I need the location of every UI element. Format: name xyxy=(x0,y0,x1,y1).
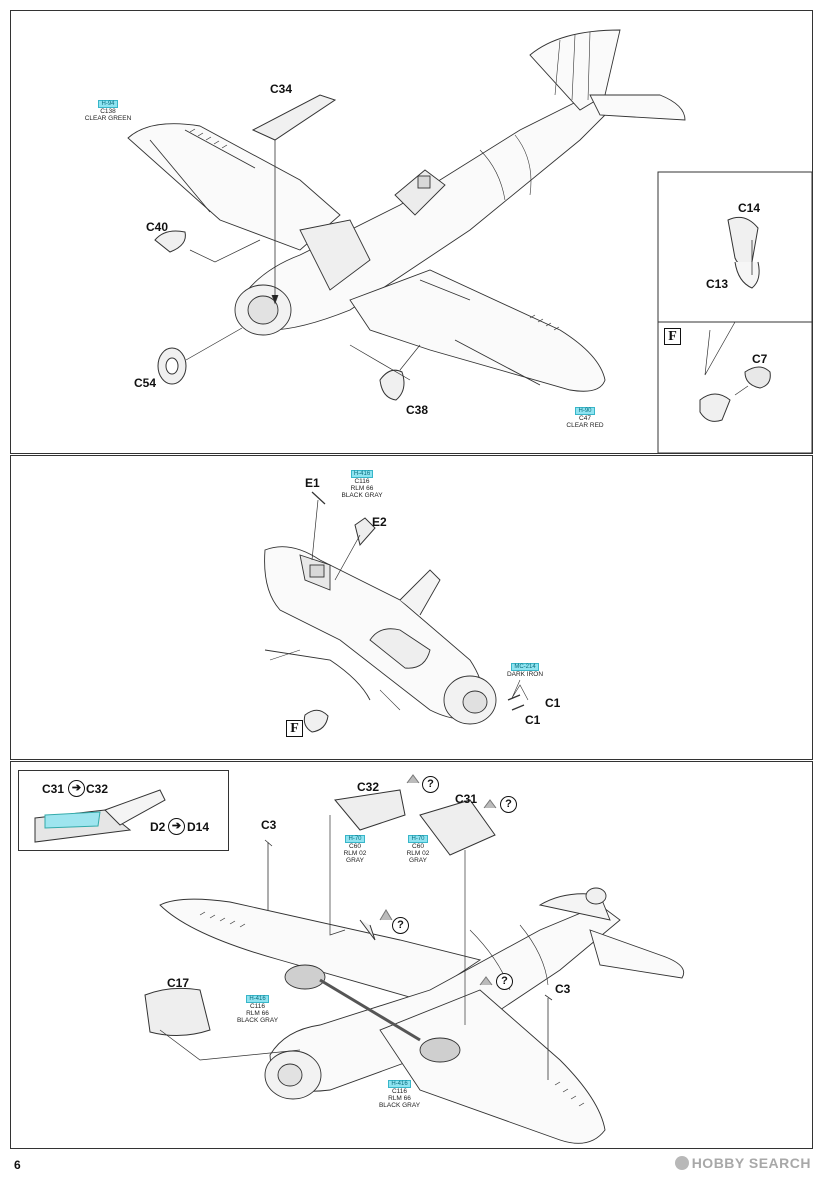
color-name-2: BLACK GRAY xyxy=(236,1017,279,1024)
color-code: H-416 xyxy=(388,1080,411,1088)
interchange-icon: ➔ xyxy=(68,780,85,797)
part-c38 xyxy=(349,344,421,401)
color-code: H-70 xyxy=(345,835,365,843)
color-name: DARK IRON xyxy=(506,671,544,678)
sub-step-frame-1b xyxy=(657,321,813,454)
callout-c54: C54 xyxy=(134,376,157,390)
interchange-icon: ➔ xyxy=(168,818,185,835)
sub-step-f-marker: F xyxy=(286,720,303,737)
color-name: RLM 02 xyxy=(343,850,367,857)
color-code: H-416 xyxy=(350,470,374,478)
question-icon: ? xyxy=(496,973,513,990)
color-code: H-70 xyxy=(408,835,428,843)
inset-label-c32: C32 xyxy=(86,782,109,796)
color-name: RLM 02 xyxy=(406,850,430,857)
inset-label-d14: D14 xyxy=(187,820,210,834)
color-callout-clear-green: H-94 C138 CLEAR GREEN xyxy=(78,100,138,122)
part-c3 xyxy=(264,839,553,1080)
callout-c13: C13 xyxy=(706,277,729,291)
color-name-2: BLACK GRAY xyxy=(378,1102,421,1109)
aircraft-nose-view xyxy=(264,546,497,725)
detail-inset xyxy=(18,770,229,851)
color-name-2: GRAY xyxy=(409,857,427,864)
question-icon: ? xyxy=(500,796,517,813)
aircraft-top-view xyxy=(127,29,686,392)
part-f-canopy xyxy=(303,709,329,733)
callout-c3-left: C3 xyxy=(261,818,277,832)
color-code: H-90 xyxy=(575,407,595,415)
sub-step-f-marker: F xyxy=(664,328,681,345)
part-number: C116 xyxy=(249,1003,266,1010)
color-callout-black-gray: H-416 C116 RLM 66 BLACK GRAY xyxy=(332,470,392,499)
part-c40 xyxy=(154,230,261,263)
callout-c31: C31 xyxy=(455,792,478,806)
question-icon: ? xyxy=(422,776,439,793)
part-number: C116 xyxy=(354,478,370,485)
part-c1 xyxy=(507,679,529,711)
inset-label-c31: C31 xyxy=(42,782,65,796)
color-callout-dark-iron: MC-214 DARK IRON xyxy=(500,663,550,678)
part-c54 xyxy=(157,327,243,385)
color-callout-gray: H-70 C60 RLM 02 GRAY xyxy=(393,835,443,864)
callout-c38: C38 xyxy=(406,403,429,417)
color-name: RLM 66 xyxy=(388,1095,411,1102)
watermark-logo-icon xyxy=(674,1156,689,1170)
part-e1-e2 xyxy=(311,491,376,581)
color-callout-black-gray: H-416 C116 RLM 66 BLACK GRAY xyxy=(372,1080,427,1109)
part-number: C116 xyxy=(391,1088,408,1095)
color-callout-black-gray: H-416 C116 RLM 66 BLACK GRAY xyxy=(230,995,285,1024)
part-c7 xyxy=(699,321,771,422)
part-number: C60 xyxy=(349,843,361,850)
color-name: RLM 66 xyxy=(350,485,374,492)
color-name: RLM 66 xyxy=(246,1010,269,1017)
color-callout-gray: H-70 C60 RLM 02 GRAY xyxy=(330,835,380,864)
callout-c3-right: C3 xyxy=(555,982,571,996)
part-number: C138 xyxy=(100,108,116,115)
color-code: MC-214 xyxy=(511,663,539,671)
part-c17 xyxy=(144,987,301,1061)
color-code: H-416 xyxy=(246,995,269,1003)
callout-c7: C7 xyxy=(752,352,768,366)
callout-c17: C17 xyxy=(167,976,190,990)
callout-c32: C32 xyxy=(357,780,380,794)
inset-label-d2: D2 xyxy=(150,820,166,834)
step-frame-2 xyxy=(10,455,813,760)
watermark: HOBBY SEARCH xyxy=(674,1155,811,1171)
callout-e1: E1 xyxy=(305,476,320,490)
color-callout-clear-red: H-90 C47 CLEAR RED xyxy=(555,407,615,429)
question-icon: ? xyxy=(392,917,409,934)
color-name-2: BLACK GRAY xyxy=(341,492,383,499)
part-c32-c31 xyxy=(329,774,497,1025)
watermark-text: HOBBY SEARCH xyxy=(691,1155,811,1171)
part-c34 xyxy=(251,94,337,305)
callout-c1-upper: C1 xyxy=(545,696,561,710)
callout-c40: C40 xyxy=(146,220,169,234)
callout-e2: E2 xyxy=(372,515,387,529)
page-number: 6 xyxy=(14,1158,21,1172)
color-name: CLEAR RED xyxy=(566,422,604,429)
part-number: C47 xyxy=(579,415,591,422)
callout-c34: C34 xyxy=(270,82,293,96)
callout-c14: C14 xyxy=(738,201,761,215)
callout-c1-lower: C1 xyxy=(525,713,541,727)
color-name-2: GRAY xyxy=(346,857,364,864)
part-c14-c13 xyxy=(727,216,760,289)
part-number: C60 xyxy=(412,843,424,850)
color-name: CLEAR GREEN xyxy=(84,115,132,122)
step-frame-3 xyxy=(10,761,813,1149)
aircraft-underside-view xyxy=(159,887,685,1144)
color-code: H-94 xyxy=(98,100,118,108)
